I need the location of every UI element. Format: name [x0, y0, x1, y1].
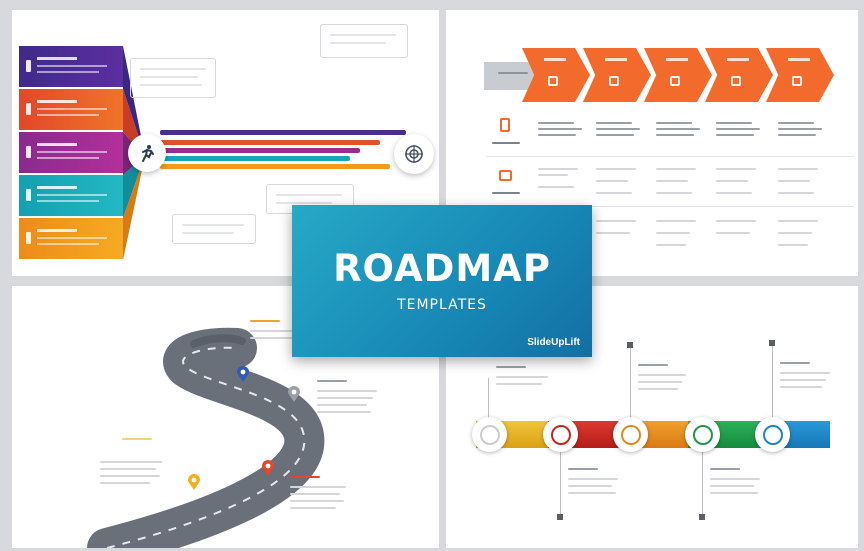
progress-bar-4 — [160, 156, 350, 161]
connector-down-4 — [702, 452, 703, 516]
timeline-node-3 — [613, 417, 648, 452]
step-5 — [19, 218, 123, 259]
timeline-node-5 — [755, 417, 790, 452]
chevron-step-1 — [522, 48, 590, 102]
chevron-step-4 — [705, 48, 773, 102]
chevron-step-3 — [644, 48, 712, 102]
pin-icon — [262, 460, 274, 476]
progress-bar-5 — [160, 164, 390, 169]
connector-up-5 — [772, 344, 773, 418]
timeline-node-2 — [543, 417, 578, 452]
slide-preview-road[interactable] — [12, 286, 439, 548]
title-heading: ROADMAP — [333, 247, 551, 290]
pin-icon — [237, 366, 249, 382]
title-subheading: TEMPLATES — [397, 297, 487, 313]
runner-icon — [142, 145, 154, 162]
connector-down-2 — [560, 452, 561, 516]
chevron-step-2 — [583, 48, 651, 102]
progress-bar-1 — [160, 130, 406, 135]
progress-bar-2 — [160, 140, 380, 145]
text-box-bottom-left — [172, 214, 256, 244]
handshake-icon — [550, 424, 571, 445]
chevron-step-5 — [766, 48, 834, 102]
connector-up-1 — [488, 378, 489, 418]
winding-road — [87, 327, 325, 548]
timeline-node-1 — [472, 417, 507, 452]
brand-logo: SlideUpLift — [527, 337, 580, 348]
connector-up-3 — [630, 346, 631, 418]
text-box-top-right — [320, 24, 408, 58]
end-node — [394, 134, 434, 174]
pin-icon — [188, 474, 200, 490]
slide-preview-steps[interactable] — [12, 10, 439, 276]
bank-icon — [762, 424, 783, 445]
step-3 — [19, 132, 123, 173]
row-icon-2 — [499, 170, 512, 181]
chart-icon — [620, 424, 641, 445]
row-icon-1 — [500, 118, 510, 132]
progress-bar-3 — [160, 148, 360, 153]
money-icon — [692, 424, 713, 445]
step-1 — [19, 46, 123, 87]
pin-icon — [288, 386, 300, 402]
timeline-node-4 — [685, 417, 720, 452]
target-icon — [405, 145, 423, 163]
step-2 — [19, 89, 123, 130]
start-node — [128, 134, 166, 172]
text-box-top-middle — [130, 58, 216, 98]
title-card[interactable]: ROADMAP TEMPLATES SlideUpLift — [292, 205, 592, 357]
step-4 — [19, 175, 123, 216]
bulb-icon — [479, 424, 500, 445]
